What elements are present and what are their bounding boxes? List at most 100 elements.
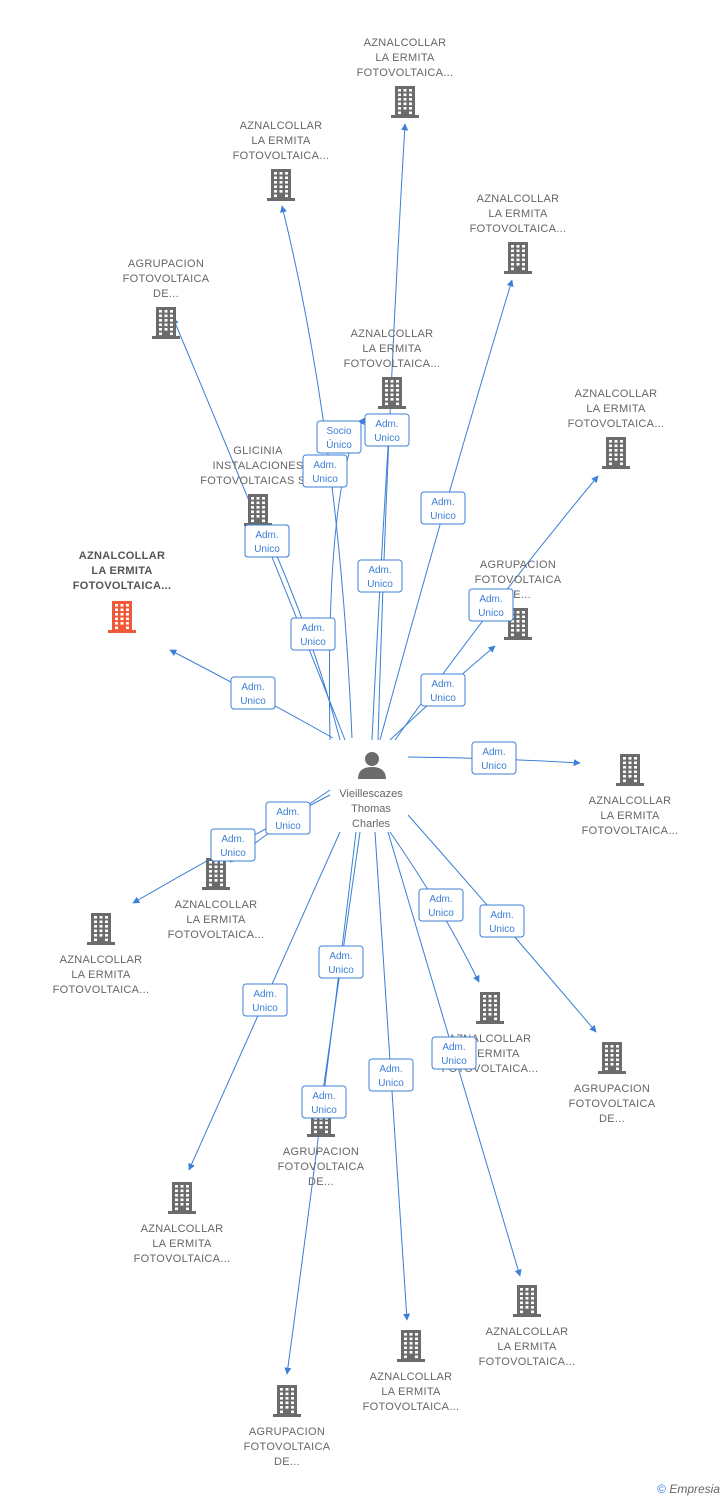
company-label-line: FOTOVOLTAICA... [73,580,172,592]
company-label-line: DE... [308,1176,334,1188]
edge-label-badge[interactable]: Adm.Unico [318,945,364,979]
company-label-line: FOTOVOLTAICA... [582,825,679,837]
building-icon [202,858,230,890]
company-label-line: LA ERMITA [381,1386,441,1398]
building-icon [87,913,115,945]
edge-label-badge[interactable]: Adm.Unico [420,673,466,707]
company-node[interactable]: AGRUPACIONFOTOVOLTAICADE... [123,258,210,339]
edge-label-badge[interactable]: Adm.Unico [302,454,348,488]
company-label-line: FOTOVOLTAICA... [233,150,330,162]
company-label-line: LA ERMITA [186,914,246,926]
edge-label-badge[interactable]: Adm.Unico [290,617,336,651]
company-label-line: FOTOVOLTAICA... [344,358,441,370]
center-person-node[interactable]: Vieillescazes Thomas Charles [339,752,403,830]
company-label-line: LA ERMITA [251,135,311,147]
company-node[interactable]: AGRUPACIONFOTOVOLTAICADE... [244,1385,331,1468]
building-icon [504,242,532,274]
company-label-line: FOTOVOLTAICA [278,1161,365,1173]
building-icon [598,1042,626,1074]
edge-label-badge[interactable]: Adm.Unico [468,588,514,622]
company-label-line: AZNALCOLLAR [141,1223,224,1235]
edge-label-badge[interactable]: Adm.Unico [418,888,464,922]
company-label-line: FOTOVOLTAICA... [363,1401,460,1413]
person-icon [358,752,386,779]
edge-label-badge[interactable]: Adm. Unico [265,801,311,835]
company-label-line: AZNALCOLLAR [351,328,434,340]
building-icon [267,169,295,201]
company-label-line: AGRUPACION [249,1426,325,1438]
edge-label-badge[interactable]: Adm.Unico [357,559,403,593]
company-label-line: LA ERMITA [71,969,131,981]
edge-label-text: Unico [481,761,507,772]
company-label-line: AZNALCOLLAR [575,388,658,400]
company-node[interactable]: AZNALCOLLAR LA ERMITA FOTOVOLTAICA... [363,1330,460,1413]
edge-label-text: Unico [378,1078,404,1089]
edge-label-text: Unico [252,1003,278,1014]
company-label-line: FOTOVOLTAICA... [479,1356,576,1368]
edge-label-text: Unico [311,1105,337,1116]
edge-label-text: Unico [220,848,246,859]
building-icon [397,1330,425,1362]
company-label-line: AZNALCOLLAR [240,120,323,132]
company-label-line: FOTOVOLTAICAS S... [200,475,315,487]
company-label-line: LA ERMITA [488,208,548,220]
building-icon [378,377,406,409]
company-label-line: AZNALCOLLAR [175,899,258,911]
brand-name: Empresia [669,1482,720,1496]
edge-label-badge[interactable]: Adm.Unico [230,676,276,710]
company-label-line: FOTOVOLTAICA [123,273,210,285]
company-label-line: FOTOVOLTAICA... [568,418,665,430]
edge-label-text: Unico [428,908,454,919]
edge-label-text: Adm. [490,910,513,921]
company-label-line: DE... [274,1456,300,1468]
edge-label-badge[interactable]: Adm.Unico [301,1085,347,1119]
company-label-line: DE... [599,1113,625,1125]
edge-label-text: Unico [489,924,515,935]
company-label-line: GLICINIA [233,445,283,457]
company-label-line: FOTOVOLTAICA... [134,1253,231,1265]
edge-label-text: Unico [254,544,280,555]
edge-label-text: Adm. [379,1064,402,1075]
edge-label-text: Adm. [301,623,324,634]
edge-label-badge[interactable]: Adm.Unico [364,413,410,447]
footer-brand[interactable]: © Empresia [657,1482,720,1496]
edge-label-badge[interactable]: Adm.Unico [420,491,466,525]
building-icon [391,86,419,118]
edge-label-text: Unico [374,433,400,444]
edge-label-text: Unico [275,821,301,832]
company-node[interactable]: AGRUPACIONFOTOVOLTAICADE... [569,1042,656,1125]
company-label-line: AZNALCOLLAR [370,1371,453,1383]
edge-label-badge[interactable]: Adm.Unico [431,1036,477,1070]
company-label-line: AZNALCOLLAR [589,795,672,807]
company-label-line: DE... [153,288,179,300]
edge-label-text: Unico [430,511,456,522]
company-label-line: LA ERMITA [375,52,435,64]
edge-label-badge[interactable]: Adm. Unico [368,1058,414,1092]
edge-label-text: Adm. [221,834,244,845]
edge-label-badge[interactable]: Adm.Unico [242,983,288,1017]
edge-label-text: Adm. [241,682,264,693]
edge-label-text: Adm. [276,807,299,818]
company-label-line: FOTOVOLTAICA [475,574,562,586]
edge-label-badge[interactable]: Adm.Unico [471,741,517,775]
edge-labels-layer: Adm.UnicoSocioÚnicoAdm.UnicoAdm.UnicoAdm… [210,413,525,1119]
edge-label-badge[interactable]: Adm. Unico [210,828,256,862]
company-label-line: AZNALCOLLAR [477,193,560,205]
edge-label-text: Unico [478,608,504,619]
company-node[interactable]: AZNALCOLLAR LA ERMITA FOTOVOLTAICA... [233,120,330,201]
edge-label-badge[interactable]: Adm. Unico [479,904,525,938]
building-icon [152,307,180,339]
edge-label-badge[interactable]: Adm.Unico [244,524,290,558]
